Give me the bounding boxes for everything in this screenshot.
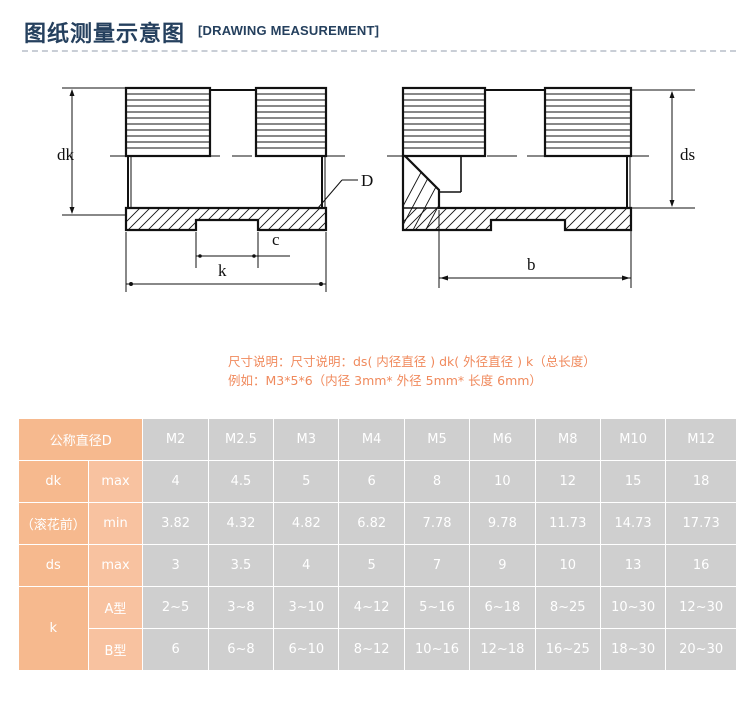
cell-value: 8 (403, 460, 471, 503)
cell-value: 7 (403, 544, 471, 587)
cell-value: 8~12 (338, 628, 405, 671)
cell-value: 4 (273, 544, 340, 587)
dimension-label-c: c (272, 230, 280, 249)
cell-value: 10 (534, 544, 601, 587)
cell-value: 3.82 (142, 502, 209, 545)
cell-value: 10~30 (599, 586, 667, 629)
cell-value: 3~8 (207, 586, 275, 629)
cell-value: 4.82 (273, 502, 340, 545)
cell-value: 6.82 (338, 502, 405, 545)
cell-value: 8~25 (534, 586, 601, 629)
page-header: 图纸测量示意图 [DRAWING MEASUREMENT] (0, 0, 750, 60)
cell-value: 5 (338, 544, 405, 587)
cell-value: 16~25 (534, 628, 601, 671)
page-title: 图纸测量示意图 (24, 22, 186, 47)
cell-value: 14.73 (599, 502, 667, 545)
row-label-k: k (18, 586, 89, 671)
right-technical-drawing-svg: ds b (387, 86, 695, 288)
drawing-left-insert-section: dk c k D (0, 60, 375, 310)
cell-value: 12~18 (469, 628, 536, 671)
cell-value: 18 (665, 460, 737, 503)
cell-value: 5 (273, 460, 340, 503)
cell-value: 20~30 (665, 628, 737, 671)
column-header-m10: M10 (599, 418, 667, 461)
column-header-m4: M4 (338, 418, 405, 461)
cell-value: 4.32 (207, 502, 275, 545)
cell-value: 3 (142, 544, 209, 587)
specification-table: 公称直径D M2 M2.5 M3 M4 M5 M6 M8 M10 M12 dk … (17, 418, 737, 671)
column-header-m2: M2 (142, 418, 209, 461)
cell-value: 7.78 (403, 502, 471, 545)
column-header-m6: M6 (469, 418, 536, 461)
row-sub-dk-max: max (87, 460, 144, 503)
cell-value: 11.73 (534, 502, 601, 545)
drawing-area: dk c k D (0, 60, 750, 310)
dimension-notes: 尺寸说明：尺寸说明：ds( 内径直径 ) dk( 外径直径 ) k（总长度） 例… (228, 352, 728, 390)
column-header-m8: M8 (534, 418, 601, 461)
dimension-label-ds: ds (680, 145, 695, 164)
column-header-m12: M12 (665, 418, 737, 461)
cell-value: 16 (665, 544, 737, 587)
cell-value: 10 (469, 460, 536, 503)
table-row: dk max 4 4.5 5 6 8 10 12 15 18 (18, 460, 737, 503)
left-technical-drawing-svg: dk c k D (57, 86, 373, 292)
dimension-label-k: k (218, 261, 227, 280)
dimension-label-D: D (361, 171, 373, 190)
dimension-label-b: b (527, 255, 536, 274)
table-row: B型 6 6~8 6~10 8~12 10~16 12~18 16~25 18~… (19, 628, 737, 671)
cell-value: 5~16 (403, 586, 471, 629)
cell-value: 6 (338, 460, 405, 503)
table-row-header: 公称直径D M2 M2.5 M3 M4 M5 M6 M8 M10 M12 (17, 418, 737, 461)
table-row: k A型 2~5 3~8 3~10 4~12 5~16 6~18 8~25 10… (18, 586, 737, 671)
cell-value: 12 (534, 460, 601, 503)
cell-value: 2~5 (142, 586, 209, 629)
note-line-1: 尺寸说明：尺寸说明：ds( 内径直径 ) dk( 外径直径 ) k（总长度） (228, 354, 596, 369)
cell-value: 17.73 (665, 502, 737, 545)
table-row: （滚花前） min 3.82 4.32 4.82 6.82 7.78 9.78 … (18, 502, 737, 545)
cell-value: 9 (469, 544, 536, 587)
title-divider (22, 50, 736, 52)
drawing-right-insert-section: ds b (375, 60, 750, 310)
cell-value: 15 (599, 460, 667, 503)
column-header-m3: M3 (273, 418, 340, 461)
cell-value: 6~18 (469, 586, 536, 629)
note-line-2: 例如：M3*5*6（内径 3mm* 外径 5mm* 长度 6mm） (228, 373, 542, 388)
row-sub-k-type-b: B型 (87, 628, 144, 671)
cell-value: 4~12 (338, 586, 405, 629)
page-title-english: [DRAWING MEASUREMENT] (198, 23, 380, 38)
column-header-m25: M2.5 (207, 418, 275, 461)
cell-value: 3.5 (207, 544, 275, 587)
cell-value: 18~30 (599, 628, 667, 671)
column-header-m5: M5 (403, 418, 471, 461)
cell-value: 6~8 (207, 628, 275, 671)
row-label-dk: dk (18, 460, 89, 503)
row-label-dk-before-knurling: （滚花前） (18, 502, 89, 545)
row-sub-k-type-a: A型 (87, 586, 144, 629)
cell-value: 4.5 (207, 460, 275, 503)
cell-value: 9.78 (469, 502, 536, 545)
cell-value: 6~10 (273, 628, 340, 671)
table-row: ds max 3 3.5 4 5 7 9 10 13 16 (18, 544, 737, 587)
cell-value: 12~30 (665, 586, 737, 629)
cell-value: 3~10 (273, 586, 340, 629)
row-sub-dk-min: min (87, 502, 144, 545)
row-sub-ds-max: max (87, 544, 144, 587)
row-label-ds: ds (18, 544, 89, 587)
cell-value: 6 (142, 628, 209, 671)
table-corner-label: 公称直径D (17, 418, 144, 461)
cell-value: 10~16 (403, 628, 471, 671)
cell-value: 13 (599, 544, 667, 587)
dimension-label-dk: dk (57, 145, 75, 164)
cell-value: 4 (142, 460, 209, 503)
